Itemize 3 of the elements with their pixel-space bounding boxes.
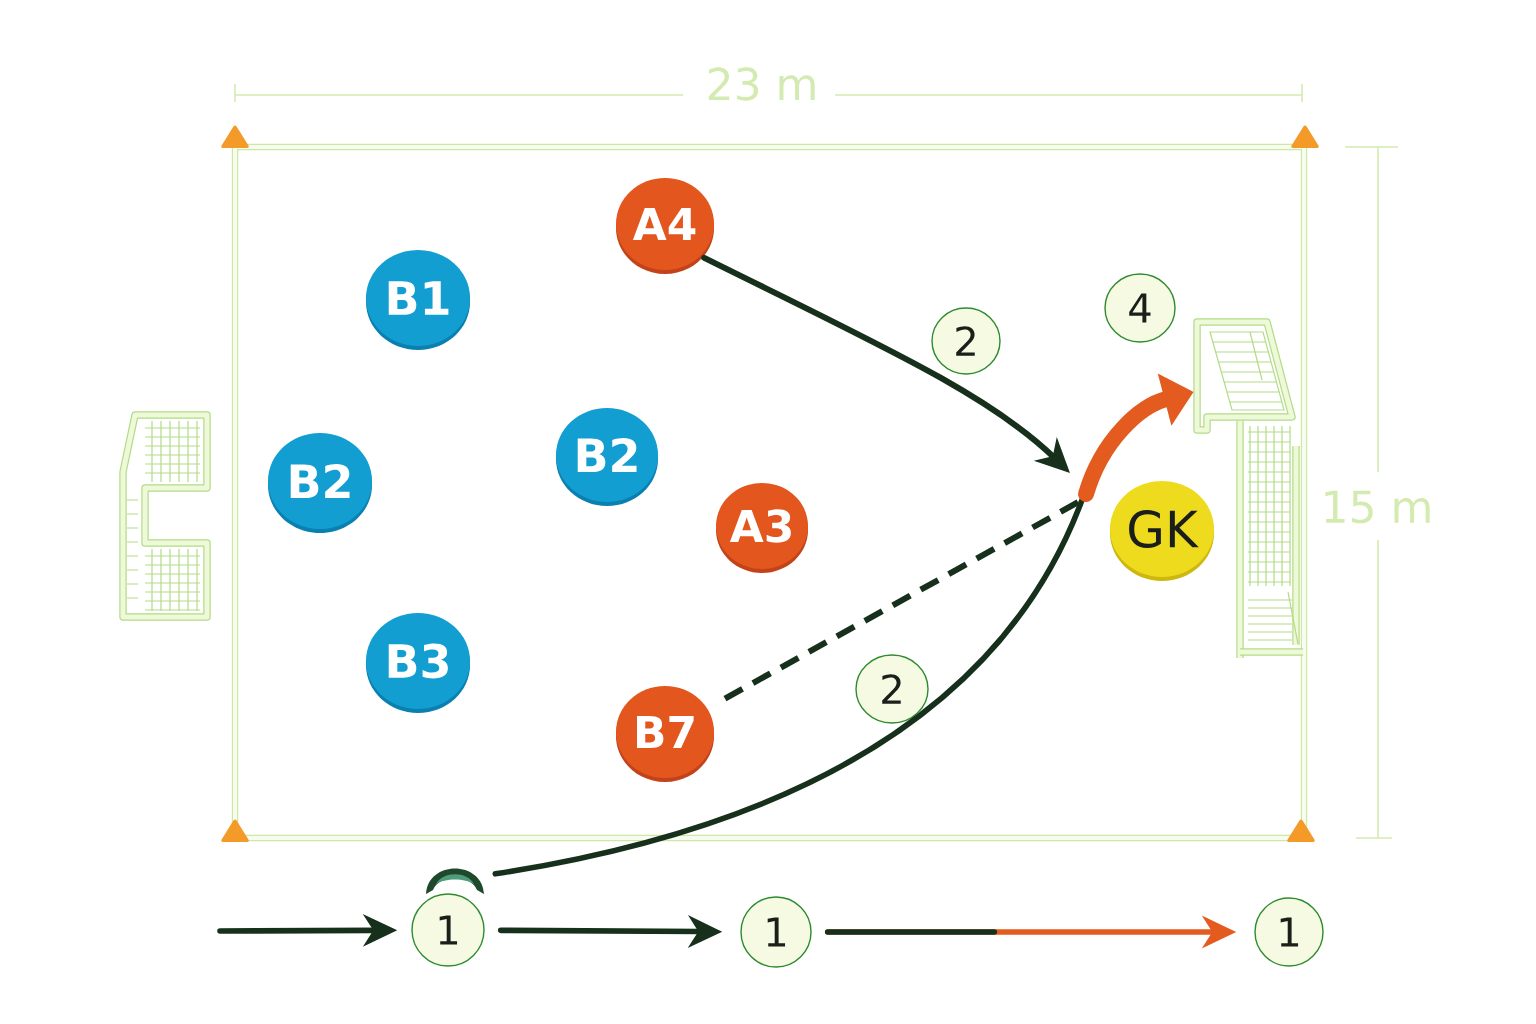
dimension-label: 15 m (1325, 490, 1430, 524)
dimension-label: 23 m (708, 67, 815, 101)
curved-line (492, 497, 1085, 877)
